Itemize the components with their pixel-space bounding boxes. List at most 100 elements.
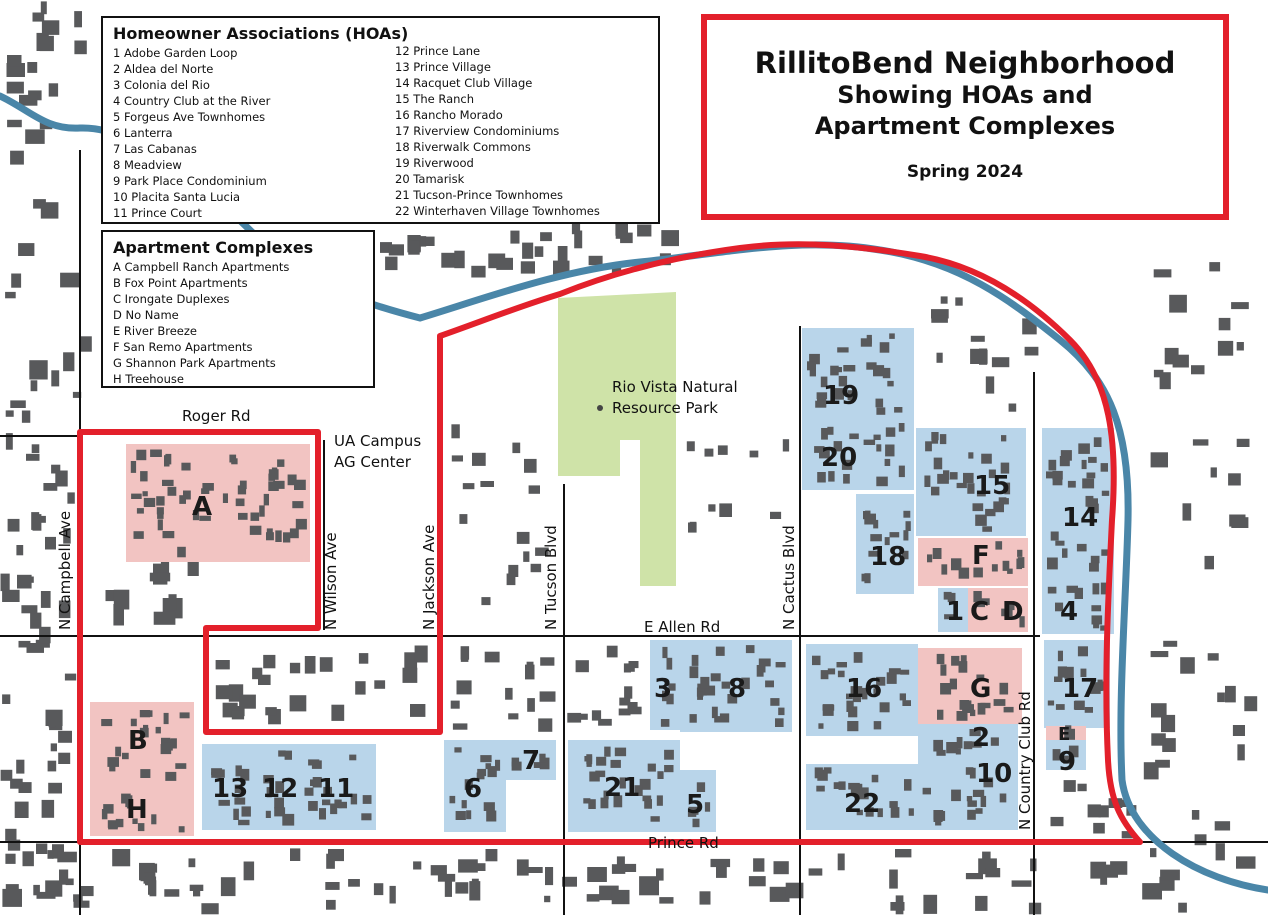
building-footprint xyxy=(1210,467,1217,478)
building-footprint xyxy=(603,790,609,800)
building-footprint xyxy=(1101,549,1110,556)
building-footprint xyxy=(1003,706,1014,713)
building-footprint xyxy=(188,858,196,868)
legend-item: 18 Riverwalk Commons xyxy=(395,140,531,154)
building-footprint xyxy=(2,694,11,704)
building-footprint xyxy=(1017,549,1023,557)
building-footprint xyxy=(380,242,392,253)
building-footprint xyxy=(587,867,607,882)
building-footprint xyxy=(965,767,974,775)
building-footprint xyxy=(748,876,766,887)
building-footprint xyxy=(932,548,942,559)
building-footprint xyxy=(1016,558,1022,570)
building-footprint xyxy=(455,811,466,820)
building-footprint xyxy=(968,452,974,459)
legend-item: H Treehouse xyxy=(113,372,184,386)
legend-item: B Fox Point Apartments xyxy=(113,276,248,290)
legend-item: 3 Colonia del Rio xyxy=(113,78,210,92)
building-footprint xyxy=(931,309,949,319)
building-footprint xyxy=(662,646,668,659)
building-footprint xyxy=(413,861,422,870)
building-footprint xyxy=(289,695,307,712)
building-footprint xyxy=(274,797,284,809)
building-footprint xyxy=(222,493,228,503)
legend-item: 21 Tucson-Prince Townhomes xyxy=(395,188,564,202)
building-footprint xyxy=(1054,676,1063,682)
building-footprint xyxy=(520,261,535,274)
building-footprint xyxy=(959,700,969,710)
building-footprint xyxy=(215,660,230,670)
building-footprint xyxy=(451,424,460,439)
building-footprint xyxy=(999,793,1007,803)
building-footprint xyxy=(865,807,874,817)
zone-label-2: 2 xyxy=(972,723,990,753)
building-footprint xyxy=(903,530,909,541)
building-footprint xyxy=(338,801,347,809)
building-footprint xyxy=(450,700,460,709)
building-footprint xyxy=(888,668,901,675)
building-footprint xyxy=(985,508,996,517)
building-footprint xyxy=(136,449,147,461)
building-footprint xyxy=(1232,725,1245,736)
building-footprint xyxy=(583,798,591,804)
building-footprint xyxy=(1052,470,1063,480)
building-footprint xyxy=(1002,560,1010,571)
building-footprint xyxy=(1153,369,1164,378)
building-footprint xyxy=(995,541,1003,550)
building-footprint xyxy=(466,810,472,820)
building-footprint xyxy=(538,718,553,732)
building-footprint xyxy=(660,719,670,727)
building-footprint xyxy=(666,657,673,670)
zone-label-22: 22 xyxy=(844,789,880,819)
building-footprint xyxy=(211,772,222,778)
building-footprint xyxy=(32,514,42,531)
building-footprint xyxy=(827,426,834,435)
building-footprint xyxy=(149,880,157,897)
building-footprint xyxy=(1236,856,1256,869)
building-footprint xyxy=(849,433,859,440)
building-footprint xyxy=(873,721,882,730)
building-footprint xyxy=(32,12,45,22)
building-footprint xyxy=(80,886,94,897)
building-footprint xyxy=(1001,435,1007,442)
building-footprint xyxy=(1191,810,1200,820)
building-footprint xyxy=(165,771,177,781)
building-footprint xyxy=(991,564,998,572)
building-footprint xyxy=(1160,869,1180,881)
park-marker-icon xyxy=(597,405,603,411)
legend-item: 12 Prince Lane xyxy=(395,44,481,58)
building-footprint xyxy=(430,865,447,876)
building-footprint xyxy=(480,481,494,487)
building-footprint xyxy=(821,428,828,440)
legend-item: 16 Rancho Morado xyxy=(395,108,503,122)
building-footprint xyxy=(941,564,948,575)
building-footprint xyxy=(887,380,894,387)
building-footprint xyxy=(25,129,45,144)
building-footprint xyxy=(326,853,335,869)
building-footprint xyxy=(125,795,133,808)
building-footprint xyxy=(837,670,845,678)
building-footprint xyxy=(192,510,200,521)
building-footprint xyxy=(884,458,891,466)
building-footprint xyxy=(74,11,82,28)
building-footprint xyxy=(452,723,468,730)
building-footprint xyxy=(586,758,592,767)
building-footprint xyxy=(358,653,369,664)
building-footprint xyxy=(130,718,137,727)
building-footprint xyxy=(975,514,987,526)
building-footprint xyxy=(456,680,472,695)
building-footprint xyxy=(59,869,69,885)
building-footprint xyxy=(1093,437,1102,447)
building-footprint xyxy=(527,698,535,712)
legend-item: 7 Las Cabanas xyxy=(113,142,197,156)
building-footprint xyxy=(626,664,635,672)
building-footprint xyxy=(970,741,982,748)
building-footprint xyxy=(990,737,999,746)
building-footprint xyxy=(1046,471,1057,479)
building-footprint xyxy=(749,450,759,458)
building-footprint xyxy=(1090,861,1107,879)
building-footprint xyxy=(215,685,233,700)
building-footprint xyxy=(39,35,54,52)
zone-label-4: 4 xyxy=(1060,597,1078,627)
